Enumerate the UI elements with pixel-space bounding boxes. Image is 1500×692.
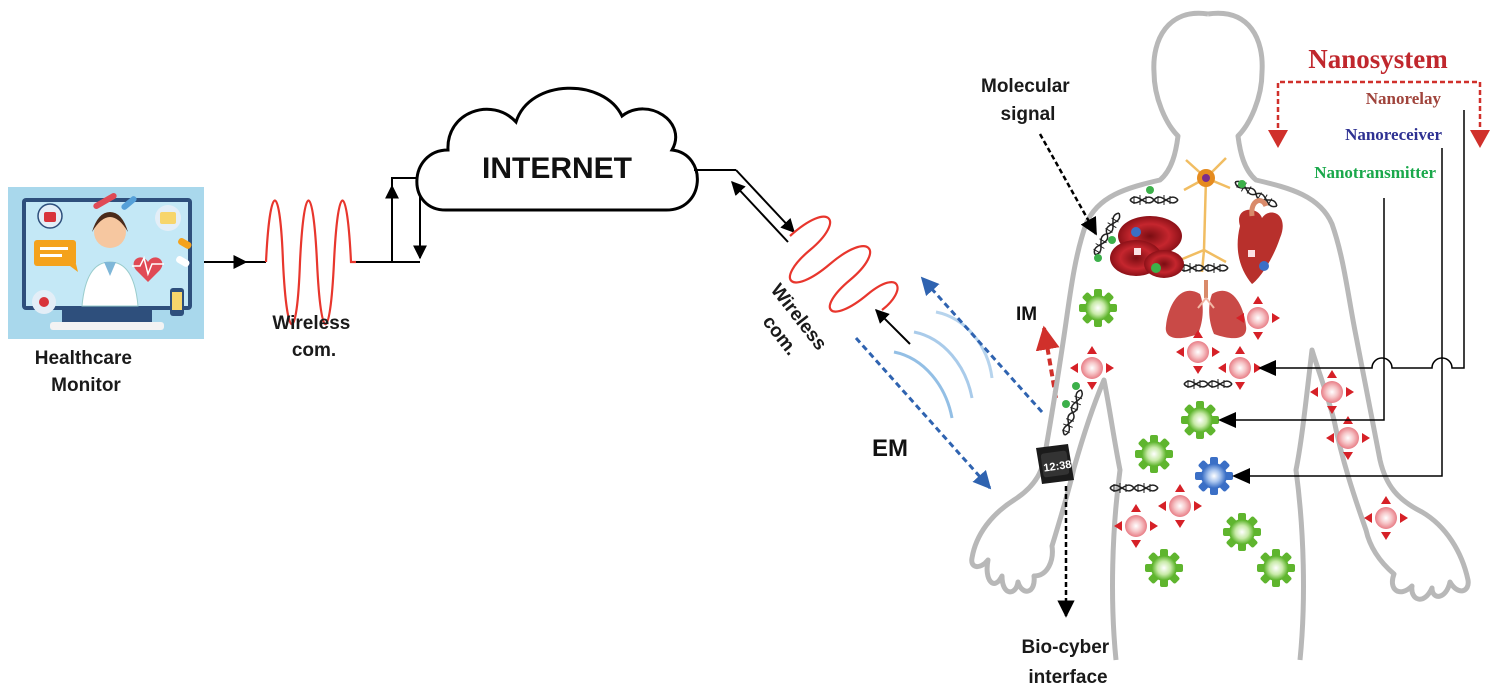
nanorelay-label: Nanorelay <box>1366 89 1442 108</box>
nanotransmitter-node <box>1145 549 1183 587</box>
nanotransmitter-node <box>1223 513 1261 551</box>
em-signal-waves <box>893 310 994 419</box>
nanotransmitter-node <box>1079 289 1117 327</box>
nanorelay-node <box>1158 484 1202 528</box>
healthcare-monitor-illustration <box>8 187 204 339</box>
nanosystem-title: Nanosystem <box>1308 44 1448 74</box>
nanotransmitter-node <box>1181 401 1219 439</box>
red-blood-cells-icon <box>1110 216 1184 278</box>
svg-text:12:38: 12:38 <box>1043 459 1073 475</box>
internet-to-wave-arrow <box>735 169 795 234</box>
heart-organ-icon <box>1237 198 1283 284</box>
wearable-to-wave-arrow <box>875 309 911 345</box>
nanorelay-node <box>1218 346 1262 390</box>
wireless-com-label-left: Wireless com. <box>272 313 355 361</box>
human-body-outline <box>969 10 1471 661</box>
nanosystem-bracket <box>1276 80 1482 128</box>
dna-strand-icon <box>1183 378 1233 390</box>
biocyber-interface-label: Bio-cyber interface <box>1022 637 1115 688</box>
molecular-signal-label: Molecular signal <box>981 76 1075 125</box>
dna-strand-icon <box>1129 194 1179 206</box>
neuron-icon <box>1179 157 1231 273</box>
em-downlink-arrow <box>854 337 992 490</box>
internet-cloud <box>415 86 699 212</box>
lungs-icon <box>1165 280 1247 339</box>
nanoreceiver-label: Nanoreceiver <box>1345 125 1442 144</box>
wireless-wave-left <box>264 199 356 326</box>
dna-strand-icon <box>1059 387 1087 438</box>
molecular-signal-arrow <box>1038 133 1098 236</box>
nanorelay-node <box>1114 504 1158 548</box>
nanotransmitter-label: Nanotransmitter <box>1314 163 1436 182</box>
healthcare-monitor-label: Healthcare Monitor <box>35 348 137 396</box>
wireless-wave-right <box>788 215 899 313</box>
doctor-head-icon <box>94 216 126 248</box>
nanotransmitter-node <box>1135 435 1173 473</box>
em-label: EM <box>872 435 908 462</box>
nanoreceiver-node <box>1195 457 1233 495</box>
dna-strand-icon <box>1179 262 1229 274</box>
wireless-com-label-right: Wireless com. <box>746 280 834 375</box>
nanorelay-node <box>1310 370 1354 414</box>
internet-label: INTERNET <box>482 152 632 185</box>
nanotransmitter-node <box>1257 549 1295 587</box>
wearable-watch-icon: 12:38 <box>1036 444 1074 484</box>
wave-to-internet-arrow <box>731 180 789 243</box>
legend-connectors <box>1222 110 1465 477</box>
nanorelay-node <box>1364 496 1408 540</box>
im-label: IM <box>1016 304 1037 325</box>
